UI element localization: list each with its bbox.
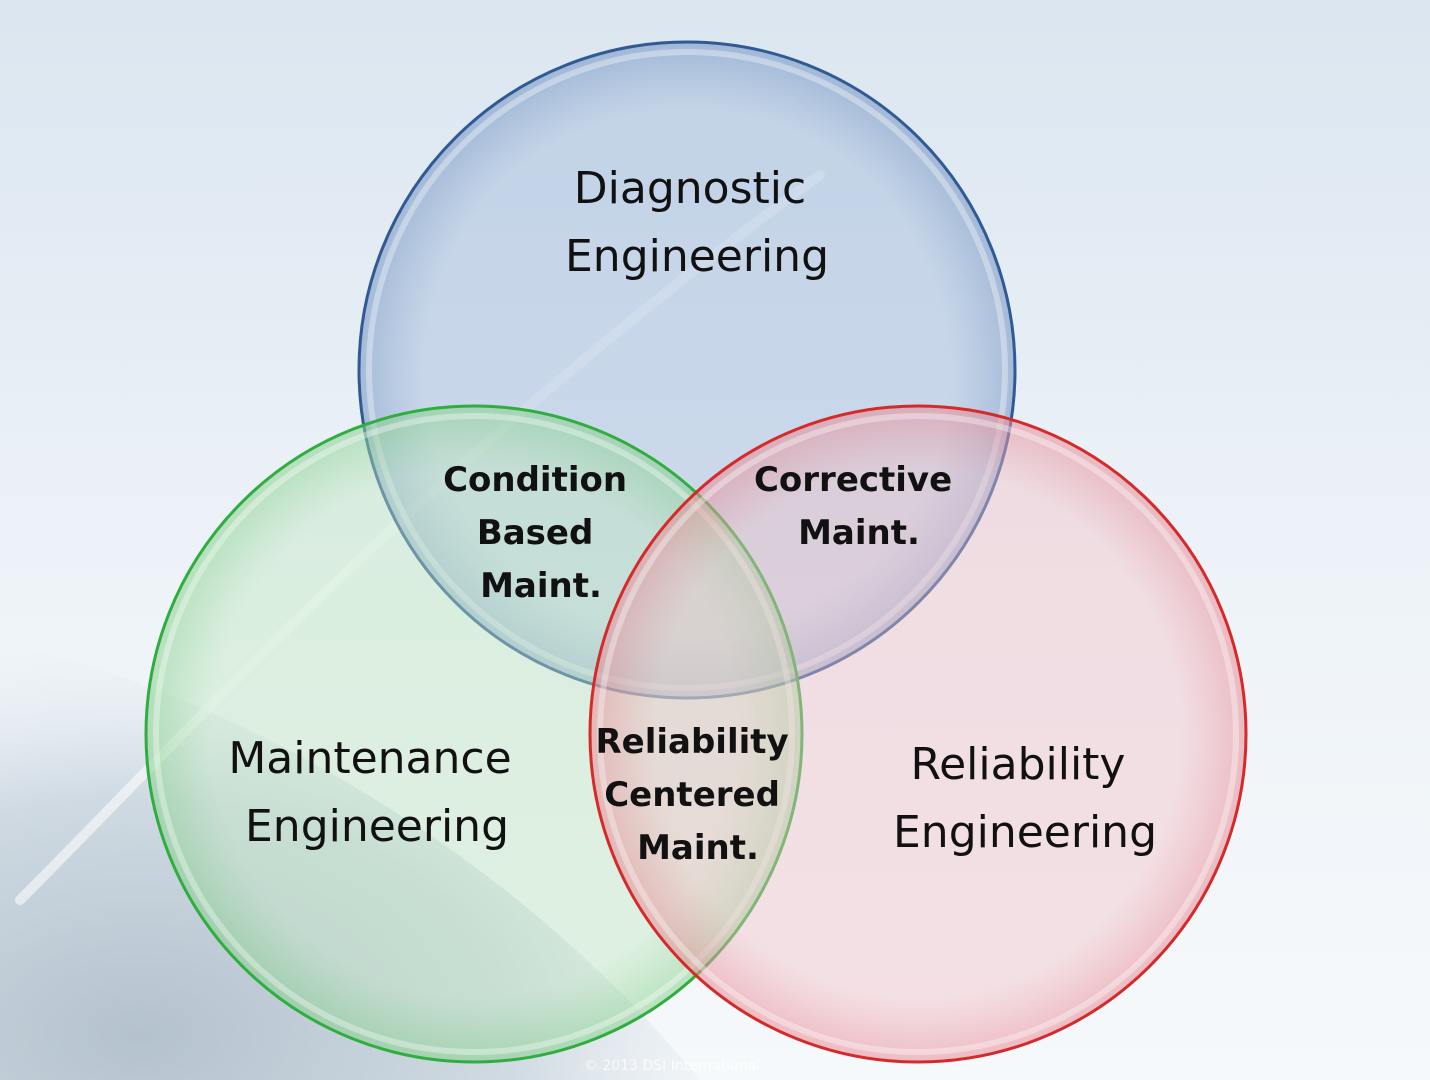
label-corrective-maint: Corrective Maint. [754,460,964,553]
label-reliability-engineering: Reliability Engineering [893,739,1157,858]
label-maintenance-engineering: Maintenance Engineering [228,733,525,852]
copyright-text: © 2013 DSI International [584,1058,760,1074]
label-reliability-centered-maint: Reliability Centered Maint. [595,722,800,868]
circle-reliability [588,404,1248,1064]
label-diagnostic-engineering: Diagnostic Engineering [565,163,829,282]
label-condition-based-maint: Condition Based Maint. [443,460,639,606]
